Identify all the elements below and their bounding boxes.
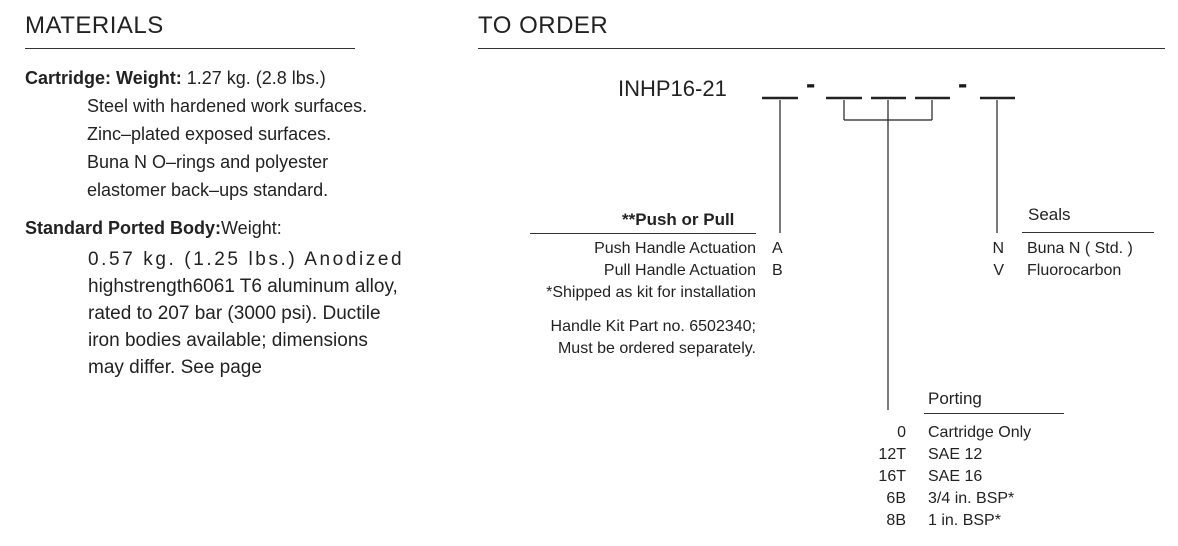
handle-kit-line: Handle Kit Part no. 6502340; xyxy=(550,318,756,335)
body-line: iron bodies available; dimensions xyxy=(88,330,368,351)
porting-codes: 0 12T 16T 6B 8B xyxy=(860,422,906,532)
body-description: 0.57 kg. (1.25 lbs.) Anodized highstreng… xyxy=(88,246,404,381)
push-pull-options: Push Handle Actuation Pull Handle Actuat… xyxy=(546,238,756,304)
seals-labels: Buna N ( Std. ) Fluorocarbon xyxy=(1027,238,1133,282)
cartridge-line: elastomer back–ups standard. xyxy=(87,180,329,200)
cartridge-line: Steel with hardened work surfaces. xyxy=(87,96,368,116)
porting-title: Porting xyxy=(928,389,982,408)
body-line: rated to 207 bar (3000 psi). Ductile xyxy=(88,303,381,324)
porting-labels: Cartridge Only SAE 12 SAE 16 3/4 in. BSP… xyxy=(928,422,1031,532)
to-order-heading: TO ORDER xyxy=(478,12,609,39)
push-pull-rule xyxy=(530,233,756,234)
body-line: may differ. See page xyxy=(88,357,262,378)
body-weight-label: Weight: xyxy=(221,218,282,238)
seals-option-code: V xyxy=(993,262,1004,279)
porting-option-code: 12T xyxy=(878,446,906,463)
handle-kit-line: Must be ordered separately. xyxy=(557,340,756,357)
push-pull-option-label: Pull Handle Actuation xyxy=(603,262,756,279)
push-pull-note: *Shipped as kit for installation xyxy=(546,284,756,301)
porting-option-label: SAE 16 xyxy=(928,468,983,485)
seals-rule xyxy=(1022,232,1154,233)
seals-option-label: Buna N ( Std. ) xyxy=(1027,240,1133,257)
porting-option-label: Cartridge Only xyxy=(928,424,1032,441)
body-line: highstrength6061 T6 aluminum alloy, xyxy=(88,276,398,297)
to-order-rule xyxy=(478,48,1165,49)
porting-option-code: 8B xyxy=(886,512,906,529)
seals-codes: N V xyxy=(982,238,1004,282)
model-code: INHP16-21 xyxy=(618,76,727,101)
materials-rule xyxy=(25,48,355,49)
model-dash: - xyxy=(958,68,968,99)
handle-kit-note: Handle Kit Part no. 6502340; Must be ord… xyxy=(551,316,756,360)
cartridge-weight-line: Cartridge: Weight: 1.27 kg. (2.8 lbs.) xyxy=(25,64,326,92)
porting-option-label: 1 in. BSP* xyxy=(928,512,1001,529)
push-pull-codes: A B xyxy=(772,238,783,282)
porting-option-code: 6B xyxy=(886,490,906,507)
model-dash: - xyxy=(806,68,816,99)
porting-rule xyxy=(924,413,1064,414)
cartridge-description: Steel with hardened work surfaces. Zinc–… xyxy=(87,92,367,204)
push-pull-title: **Push or Pull xyxy=(622,210,735,229)
porting-option-label: 3/4 in. BSP* xyxy=(928,490,1015,507)
cartridge-weight-label: Weight: xyxy=(116,68,182,88)
porting-option-code: 0 xyxy=(897,424,906,441)
seals-option-code: N xyxy=(992,240,1004,257)
porting-option-code: 16T xyxy=(878,468,906,485)
cartridge-line: Zinc–plated exposed surfaces. xyxy=(87,124,332,144)
body-label: Standard Ported Body: xyxy=(25,218,222,238)
cartridge-label: Cartridge: xyxy=(25,68,112,88)
body-weight-line: Standard Ported Body:Weight: xyxy=(25,214,282,242)
seals-option-label: Fluorocarbon xyxy=(1027,262,1122,279)
push-pull-option-label: Push Handle Actuation xyxy=(594,240,756,257)
push-pull-option-code: B xyxy=(772,262,783,279)
cartridge-line: Buna N O–rings and polyester xyxy=(87,152,329,172)
materials-heading: MATERIALS xyxy=(25,12,164,39)
cartridge-weight-value: 1.27 kg. (2.8 lbs.) xyxy=(186,68,326,88)
porting-option-label: SAE 12 xyxy=(928,446,983,463)
push-pull-option-code: A xyxy=(772,240,783,257)
seals-title: Seals xyxy=(1028,205,1071,224)
body-line: 0.57 kg. (1.25 lbs.) Anodized xyxy=(88,249,405,270)
